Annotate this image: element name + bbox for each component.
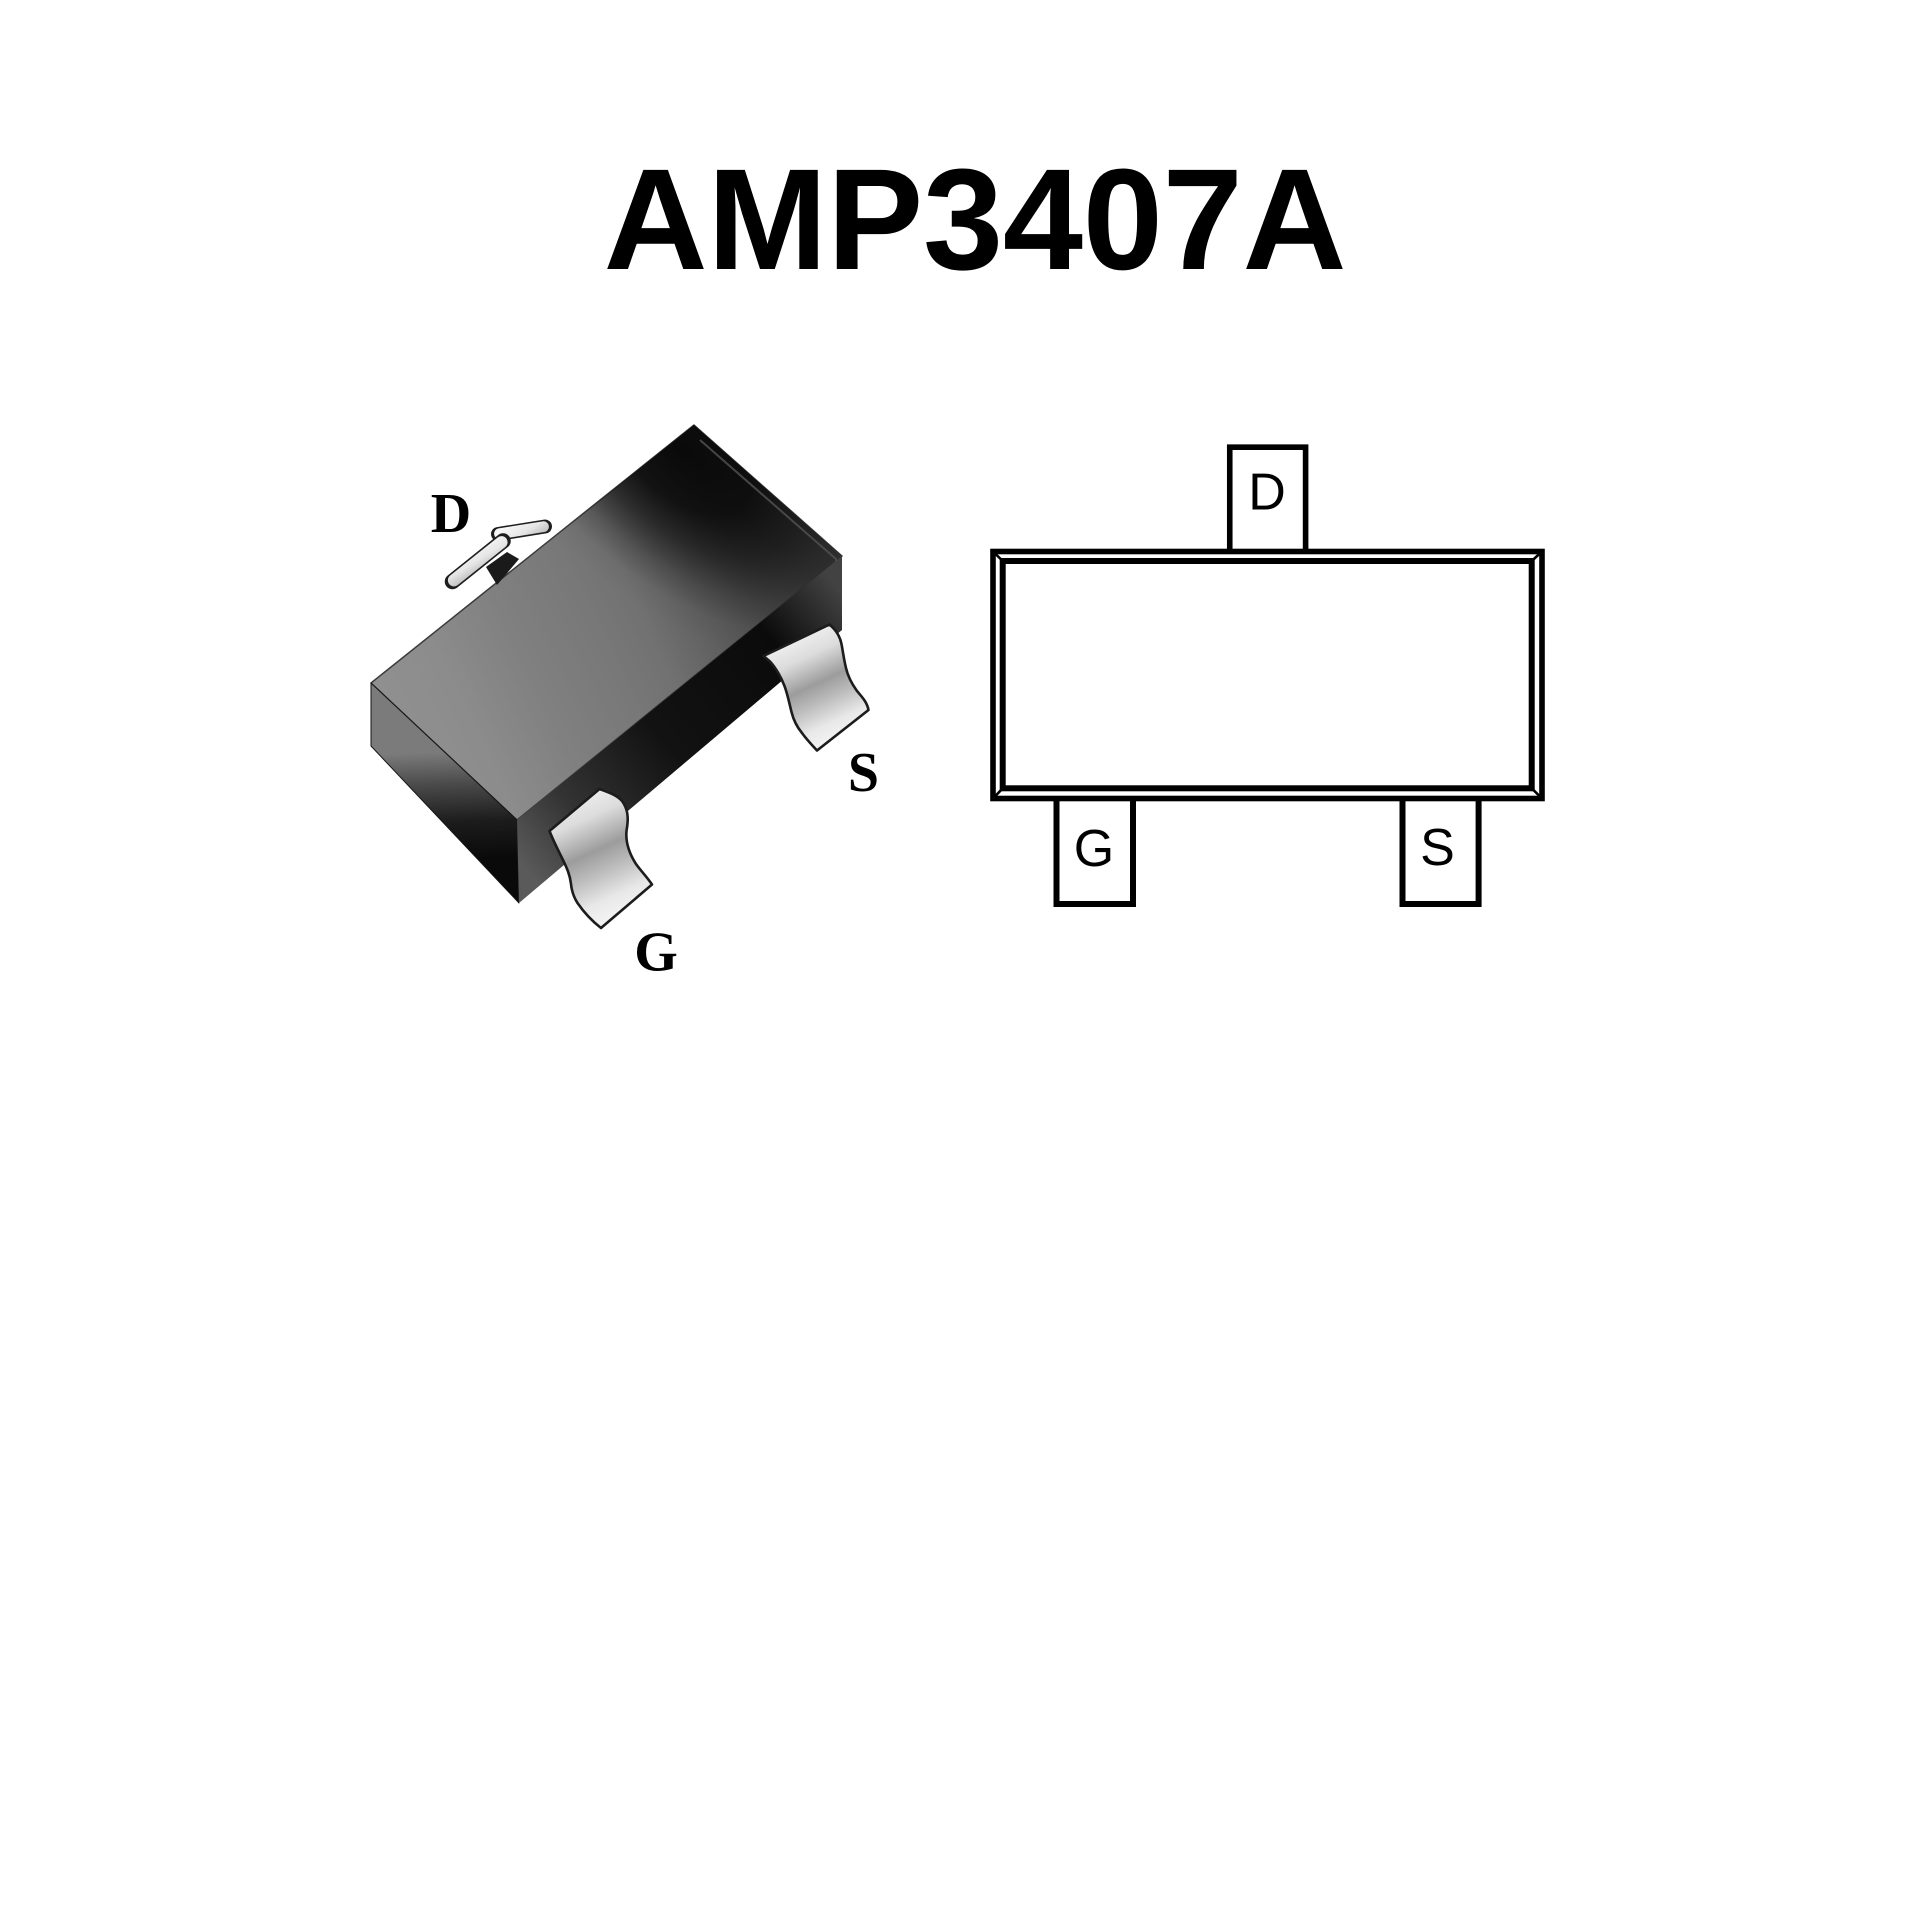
svg-text:G: G: [634, 922, 678, 984]
svg-text:AMP3407A: AMP3407A: [604, 139, 1347, 300]
svg-text:D: D: [1248, 464, 1286, 522]
svg-text:S: S: [848, 742, 879, 804]
svg-text:S: S: [1420, 819, 1455, 877]
svg-text:G: G: [1074, 820, 1114, 878]
svg-text:D: D: [431, 483, 471, 545]
